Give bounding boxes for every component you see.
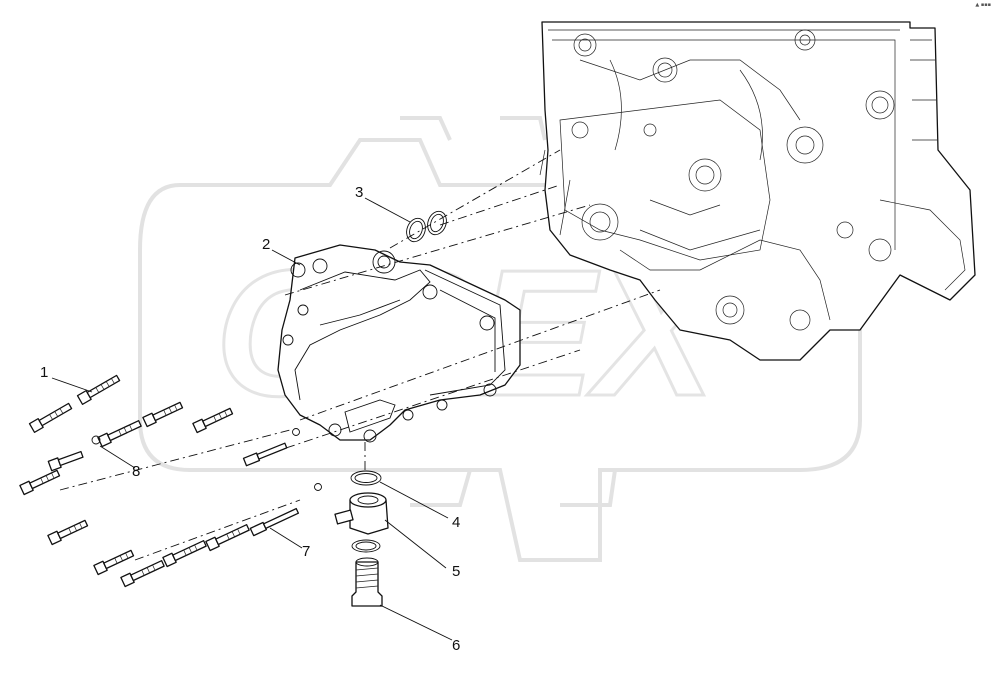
bolt xyxy=(93,549,135,576)
callout-8: 8 xyxy=(132,463,140,480)
bolt xyxy=(205,524,250,552)
bolt xyxy=(142,401,184,428)
seal-washers xyxy=(91,428,322,491)
o-rings-upper xyxy=(406,210,447,243)
leader-lines xyxy=(51,197,453,641)
callout-1: 1 xyxy=(40,364,48,381)
oil-cooler-housing xyxy=(277,244,521,443)
bolt xyxy=(97,420,142,448)
adapter-fitting xyxy=(334,492,389,553)
callout-3: 3 xyxy=(355,184,363,201)
assembly-lines xyxy=(59,149,661,561)
bolt xyxy=(76,374,121,405)
callout-6: 6 xyxy=(452,637,460,654)
bolt xyxy=(47,450,84,472)
hollow-screw xyxy=(351,557,383,607)
callout-7: 7 xyxy=(302,543,310,560)
bolt xyxy=(192,407,234,434)
bolt xyxy=(162,540,207,568)
studs xyxy=(242,442,300,537)
callout-2: 2 xyxy=(262,236,270,253)
stud xyxy=(249,507,300,537)
callout-5: 5 xyxy=(452,563,460,580)
bolt xyxy=(28,402,73,433)
watermark-gear-teeth xyxy=(400,116,617,507)
callout-4: 4 xyxy=(452,514,460,531)
engine-block xyxy=(539,21,976,361)
bolts xyxy=(19,374,250,588)
bolt xyxy=(19,469,61,496)
o-ring-4 xyxy=(350,470,382,486)
bolt xyxy=(47,519,89,546)
stud xyxy=(242,442,288,467)
bolt xyxy=(120,560,165,588)
corner-mark: ▲ ▪▪▪ xyxy=(975,2,991,8)
callouts: 1 2 3 4 5 6 7 8 xyxy=(40,184,460,654)
